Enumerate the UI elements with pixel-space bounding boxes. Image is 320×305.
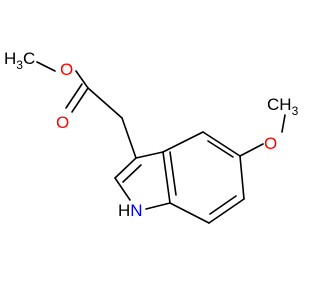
bond-c4-c5 — [202, 131, 241, 157]
bond-c3-c2-b — [122, 164, 142, 183]
bond-c7-c7a — [169, 202, 210, 224]
bond-ch2-c3 — [121, 117, 137, 159]
methyl-label: H3C — [4, 49, 35, 72]
bond-c6-c7-inner — [209, 195, 237, 215]
bond-carbonyl-double-1 — [71, 87, 89, 113]
bond-c3-c2-a — [114, 157, 137, 179]
nh-label: HN — [118, 201, 143, 220]
molecule-diagram: H3C O O O CH3 HN — [4, 49, 299, 224]
bond-c3a-c7a — [162, 151, 171, 204]
bond-ch3-o — [36, 61, 56, 72]
methoxy-methyl-label: CH3 — [267, 95, 299, 118]
bond-c3a-c4 — [162, 131, 204, 153]
bond-c4-c5-inner — [207, 140, 234, 158]
bond-lines — [36, 61, 286, 224]
bond-carbonyl-ch2 — [87, 87, 123, 119]
ester-oxygen-label: O — [60, 60, 73, 79]
bond-c5-c6 — [239, 155, 245, 200]
methoxy-oxygen-label: O — [264, 134, 277, 153]
bond-c3a-c7a-inner — [169, 151, 177, 196]
bond-n-c7a — [145, 202, 171, 210]
carbonyl-oxygen-label: O — [56, 113, 69, 132]
bond-c5-o — [239, 143, 264, 157]
bond-c6-c7 — [208, 198, 245, 224]
structure-svg: H3C O O O CH3 HN — [4, 49, 299, 224]
bond-o-carbonyl — [75, 70, 89, 89]
bond-c3-c3a — [135, 151, 164, 159]
bond-o-ch3 — [281, 114, 286, 133]
bond-carbonyl-double-2 — [65, 83, 83, 109]
bond-c2-n — [114, 177, 131, 201]
